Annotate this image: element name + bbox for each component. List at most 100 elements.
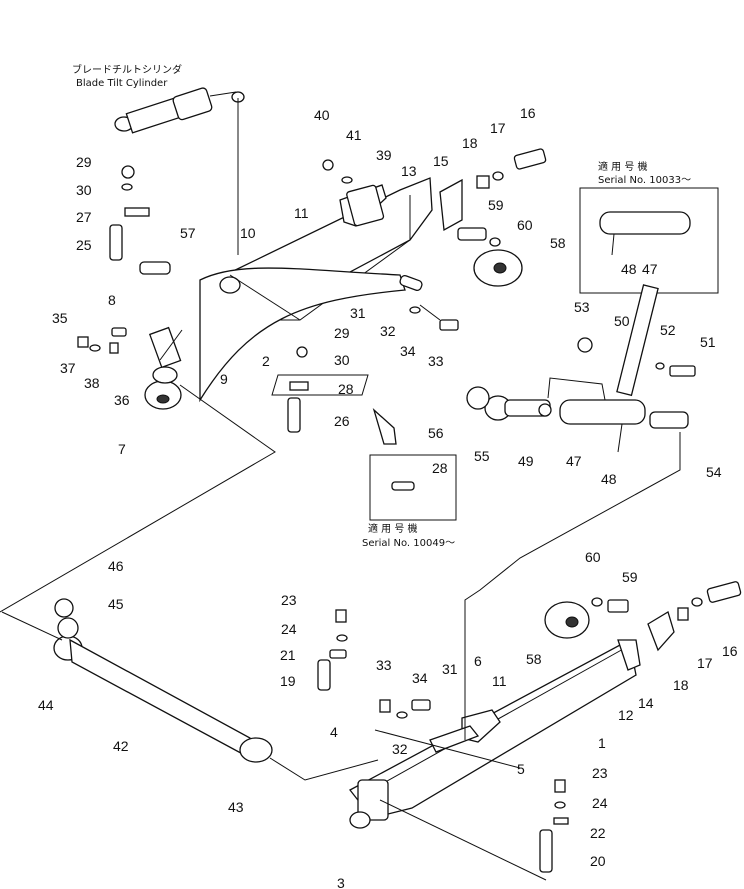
part-number: 10 bbox=[240, 225, 256, 241]
part-number: 43 bbox=[228, 799, 244, 815]
part-number: 16 bbox=[722, 643, 738, 659]
part-number: 4 bbox=[330, 724, 338, 740]
inset-box-mid bbox=[369, 454, 457, 521]
part-number: 25 bbox=[76, 237, 92, 253]
lower-frame-1 bbox=[349, 639, 641, 829]
part-number: 51 bbox=[700, 334, 716, 350]
part-number: 18 bbox=[462, 135, 478, 151]
part-number: 58 bbox=[526, 651, 542, 667]
part-number: 55 bbox=[474, 448, 490, 464]
part-number: 57 bbox=[180, 225, 196, 241]
serial-note-mid-jp: 適 用 号 機 bbox=[368, 522, 418, 535]
serial-note-mid-en: Serial No. 10049～ bbox=[362, 538, 455, 549]
part-number: 1 bbox=[598, 735, 606, 751]
part-number: 32 bbox=[392, 741, 408, 757]
part-number: 48 bbox=[601, 471, 617, 487]
blade-tilt-caption-en: Blade Tilt Cylinder bbox=[76, 78, 168, 89]
part-number: 42 bbox=[113, 738, 129, 754]
part-number: 59 bbox=[622, 569, 638, 585]
part-number: 22 bbox=[590, 825, 606, 841]
upper-frame-2 bbox=[199, 267, 406, 403]
part-number: 16 bbox=[520, 105, 536, 121]
part-number: 31 bbox=[442, 661, 458, 677]
part-number: 36 bbox=[114, 392, 130, 408]
blade-tilt-cylinder bbox=[114, 87, 245, 134]
part-number: 30 bbox=[334, 352, 350, 368]
part-number: 17 bbox=[490, 120, 506, 136]
blade-tilt-caption-jp: ブレードチルトシリンダ bbox=[72, 63, 182, 76]
part-number: 11 bbox=[294, 205, 309, 221]
part-number: 13 bbox=[401, 163, 417, 179]
part-number: 29 bbox=[334, 325, 350, 341]
part-number: 26 bbox=[334, 413, 350, 429]
part-number: 14 bbox=[638, 695, 654, 711]
part-number: 44 bbox=[38, 697, 54, 713]
part-number: 34 bbox=[412, 670, 428, 686]
part-number: 40 bbox=[314, 107, 330, 123]
part-number: 41 bbox=[346, 127, 362, 143]
part-number: 24 bbox=[592, 795, 608, 811]
part-number: 33 bbox=[428, 353, 444, 369]
part-number: 59 bbox=[488, 197, 504, 213]
lower-bracket-6 bbox=[429, 709, 501, 753]
part-number: 21 bbox=[280, 647, 296, 663]
part-number: 31 bbox=[350, 305, 366, 321]
part-number: 45 bbox=[108, 596, 124, 612]
part-number: 47 bbox=[566, 453, 582, 469]
part-number: 37 bbox=[60, 360, 76, 376]
part-number: 17 bbox=[697, 655, 713, 671]
part-number: 33 bbox=[376, 657, 392, 673]
part-number: 8 bbox=[108, 292, 116, 308]
lift-cylinder-42 bbox=[53, 598, 273, 763]
part-number: 34 bbox=[400, 343, 416, 359]
part-number: 28 bbox=[338, 381, 354, 397]
part-number-labels: 1 2 3 4 5 6 7 8 9 10 11 11 12 13 14 15 1… bbox=[38, 105, 738, 889]
part-number: 5 bbox=[517, 761, 525, 777]
part-number: 50 bbox=[614, 313, 630, 329]
part-number: 60 bbox=[585, 549, 601, 565]
part-number: 7 bbox=[118, 441, 126, 457]
serial-note-top-en: Serial No. 10033～ bbox=[598, 175, 691, 186]
part-number: 24 bbox=[281, 621, 297, 637]
part-number: 39 bbox=[376, 147, 392, 163]
upper-hardware bbox=[77, 159, 459, 354]
part-number: 38 bbox=[84, 375, 100, 391]
part-number: 18 bbox=[673, 677, 689, 693]
part-number: 19 bbox=[280, 673, 296, 689]
lower-hardware bbox=[317, 581, 742, 873]
part-number: 3 bbox=[337, 875, 345, 889]
inset-box-top bbox=[579, 187, 719, 294]
rod-assembly-47 bbox=[372, 211, 696, 491]
part-number: 46 bbox=[108, 558, 124, 574]
upper-right-hardware bbox=[439, 148, 547, 287]
part-number: 49 bbox=[518, 453, 534, 469]
part-number: 54 bbox=[706, 464, 722, 480]
part-number: 53 bbox=[574, 299, 590, 315]
part-number: 32 bbox=[380, 323, 396, 339]
part-number: 15 bbox=[433, 153, 449, 169]
part-number: 20 bbox=[590, 853, 606, 869]
part-number: 23 bbox=[592, 765, 608, 781]
part-number: 12 bbox=[618, 707, 634, 723]
part-number: 47 bbox=[642, 261, 658, 277]
part-number: 6 bbox=[474, 653, 482, 669]
part-number: 52 bbox=[660, 322, 676, 338]
part-number: 2 bbox=[262, 353, 270, 369]
part-number: 9 bbox=[220, 371, 228, 387]
leader-lines bbox=[0, 98, 681, 881]
part-number: 56 bbox=[428, 425, 444, 441]
part-number: 58 bbox=[550, 235, 566, 251]
part-number: 60 bbox=[517, 217, 533, 233]
part-number: 23 bbox=[281, 592, 297, 608]
part-number: 28 bbox=[432, 460, 448, 476]
part-number: 35 bbox=[52, 310, 68, 326]
part-number: 11 bbox=[492, 673, 507, 689]
part-number: 29 bbox=[76, 154, 92, 170]
inset-plate-28 bbox=[271, 374, 369, 396]
serial-note-top-jp: 適 用 号 機 bbox=[598, 160, 648, 173]
part-number: 48 bbox=[621, 261, 637, 277]
part-number: 27 bbox=[76, 209, 92, 225]
part-number: 30 bbox=[76, 182, 92, 198]
